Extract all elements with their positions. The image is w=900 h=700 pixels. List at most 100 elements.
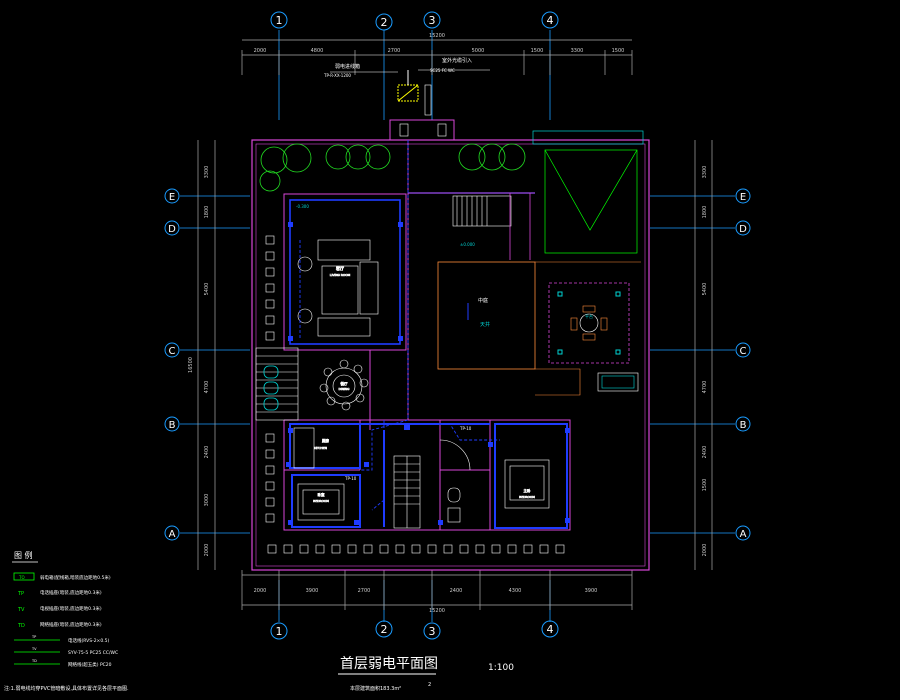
axis-label-top-1: 1: [276, 14, 283, 27]
axis-label-left-D: D: [168, 224, 176, 235]
bedroom-left-label: 卧室: [318, 492, 326, 497]
dim-top-5: 1500: [531, 48, 544, 54]
drawing-subtitle: 本层建筑面积183.3m²: [350, 685, 401, 692]
drawing-scale: 1:100: [488, 663, 514, 673]
axis-label-left-C: C: [169, 346, 176, 357]
tp-label-1: TP-10: [459, 426, 472, 431]
dim-left-1: 3300: [204, 166, 210, 179]
axis-label-bottom-3: 3: [429, 625, 436, 638]
legend-item-1-text: 电话插座(暗装,底边距地0.3米): [40, 589, 102, 596]
dim-left-7: 2000: [204, 544, 210, 557]
level-label-1: ±0.000: [460, 242, 475, 247]
roof-feature: [544, 149, 638, 254]
living-room-label: 客厅: [336, 265, 344, 271]
level-label-2: -0.300: [296, 204, 309, 209]
dim-top-7: 1500: [612, 48, 625, 54]
dimension-text-right: 3300 1800 5400 4700 2400 1500 2000: [702, 166, 708, 557]
tp-label-2: TP-10: [344, 476, 357, 481]
dimension-lines: [197, 39, 713, 610]
bedroom-right-label: 主卧: [524, 488, 532, 493]
axis-label-left-E: E: [169, 192, 175, 203]
living-room-furniture: 客厅 LIVING ROOM: [297, 239, 379, 337]
axis-label-bottom-4: 4: [547, 623, 554, 636]
legend-item-4-sym: TP: [31, 635, 36, 639]
dimension-text-bottom: 2000 3900 2700 2400 4300 3900 15200: [254, 588, 598, 614]
entry-box-sub: TP-R-XX-1200: [323, 73, 351, 78]
axis-label-left-A: A: [169, 529, 176, 540]
dim-bottom-total: 15200: [429, 608, 445, 614]
annot-tags: TP-10 TP-10 ±0.000 -0.300: [296, 204, 475, 481]
entry-cable-label: 室外光缆引入: [442, 57, 472, 64]
axis-label-left-B: B: [169, 420, 176, 431]
dimension-text-left: 16500 3300 1800 5400 4700 2400 3000 2000: [188, 166, 210, 557]
legend-item-2-text: 电视插座(暗装,底边距地0.3米): [40, 605, 102, 612]
bearing-walls: [289, 423, 568, 529]
axis-label-right-A: A: [740, 529, 747, 540]
dim-right-6: 1500: [702, 479, 708, 492]
kitchen-label: 厨房: [322, 438, 330, 443]
legend-item-3-sym: TD: [17, 623, 25, 629]
dim-top-6: 3300: [571, 48, 584, 54]
dim-left-4: 4700: [204, 381, 210, 394]
living-room-en: LIVING ROOM: [330, 273, 351, 277]
entry-annotation: 弱电进线箱 TP-R-XX-1200 室外光缆引入 SC25 FC WC: [323, 57, 490, 141]
axis-label-right-E: E: [740, 192, 746, 203]
paving-squares-left: [255, 235, 299, 523]
courtyard-label: 中庭: [478, 297, 488, 304]
dim-bottom-1: 2000: [254, 588, 267, 594]
dim-top-total: 15200: [429, 33, 445, 39]
entry-cable-sub: SC25 FC WC: [430, 68, 455, 73]
dim-top-4: 5000: [472, 48, 485, 54]
dim-top-2: 4800: [311, 48, 324, 54]
dim-right-1: 3300: [702, 166, 708, 179]
axis-label-right-C: C: [740, 346, 747, 357]
legend: 图 例 TO 弱电箱(配线箱,暗装底边距地0.5米) TP 电话插座(暗装,底边…: [4, 550, 129, 692]
legend-item-5-sym: TV: [31, 647, 37, 651]
chair-cyan-left: [263, 365, 279, 411]
tree-symbols: [259, 143, 526, 192]
axis-label-bottom-2: 2: [381, 623, 388, 636]
courtyard-sub: 天井: [480, 321, 490, 328]
axis-grid: [180, 30, 735, 622]
interior-rooms: 厨房 KITCHEN 卧室 BEDROOM 主卧 BEDROOM: [293, 427, 550, 529]
dim-left-5: 2400: [204, 446, 210, 459]
axis-label-right-B: B: [740, 420, 747, 431]
dim-bottom-2: 3900: [306, 588, 319, 594]
outdoor-stair: [408, 192, 535, 260]
axis-label-top-2: 2: [381, 16, 388, 29]
legend-item-5-text: SYV-75-5 PC25 CC/WC: [68, 650, 118, 656]
axis-label-top-3: 3: [429, 14, 436, 27]
axis-bubbles-right: E D C B A: [735, 188, 751, 541]
legend-item-0-text: 弱电箱(配线箱,暗装底边距地0.5米): [40, 574, 111, 581]
legend-item-2-sym: TV: [17, 607, 25, 613]
axis-bubbles-bottom: 1 2 3 4: [270, 620, 559, 640]
page-number: 2: [428, 682, 431, 688]
building-walls: [283, 140, 571, 531]
legend-item-1-sym: TP: [17, 591, 24, 597]
dim-bottom-6: 3900: [585, 588, 598, 594]
dim-left-2: 1800: [204, 206, 210, 219]
drawing-title: 首层弱电平面图: [340, 656, 438, 672]
axis-label-top-4: 4: [547, 14, 554, 27]
dim-right-2: 1800: [702, 206, 708, 219]
dining-table: 餐厅 DINING: [319, 359, 369, 411]
entry-box-label: 弱电进线箱: [335, 63, 360, 70]
courtyard: 中庭 天井: [437, 261, 641, 396]
bedroom-right-en: BEDROOM: [519, 495, 535, 499]
axis-label-right-D: D: [739, 224, 747, 235]
legend-heading: 图 例: [14, 550, 33, 560]
terrace-label: 平台: [585, 313, 593, 319]
dim-top-1: 2000: [254, 48, 267, 54]
dim-bottom-5: 4300: [509, 588, 522, 594]
dim-left-3: 5400: [204, 283, 210, 296]
dim-right-4: 4700: [702, 381, 708, 394]
dim-left-6: 3000: [204, 494, 210, 507]
dining-label: 餐厅: [341, 381, 349, 386]
dim-top-3: 2700: [388, 48, 401, 54]
kitchen-en: KITCHEN: [314, 446, 327, 450]
dim-left-total: 16500: [188, 357, 194, 373]
legend-item-6-sym: TD: [31, 659, 37, 663]
dining-en: DINING: [339, 387, 351, 391]
axis-bubbles-top: 1 2 3 4: [270, 11, 559, 31]
